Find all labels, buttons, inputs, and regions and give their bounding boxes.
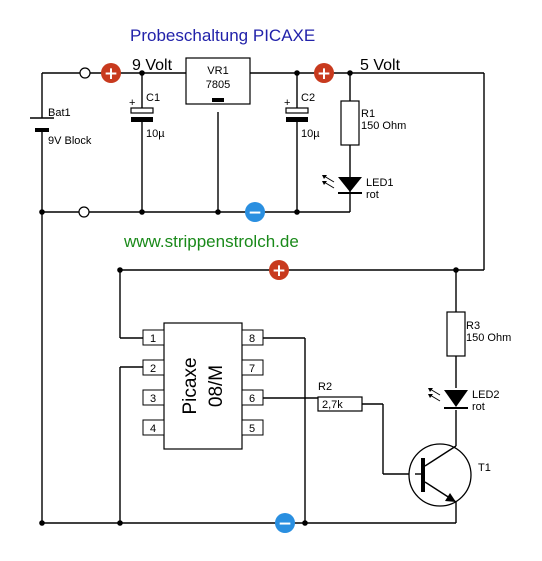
picaxe-chip: 1 2 3 4 5 6 7 8 Picaxe 08/M [142,322,264,450]
svg-text:−: − [248,203,262,223]
vr1-name: VR1 [207,65,228,77]
battery-type: 9V Block [48,135,92,147]
c2-name: C2 [301,92,315,104]
led-led1: LED1 rot [322,175,394,201]
diagram-title: Probeschaltung PICAXE [130,26,315,45]
pin-8: 8 [249,333,255,345]
r3-value: 150 Ohm [466,332,511,344]
pin-5: 5 [249,423,255,435]
c1-value: 10µ [146,128,165,140]
r1-value: 150 Ohm [361,120,406,132]
c1-polarity: + [129,97,135,109]
terminal-ground [78,206,90,218]
website-url: www.strippenstrolch.de [123,232,299,251]
pin-1: 1 [150,333,156,345]
rail-label-9v: 9 Volt [132,57,173,74]
marker-plus-9v: + [101,63,121,84]
led-led2: LED2 rot [428,388,500,413]
r3-name: R3 [466,320,480,332]
chip-name: Picaxe [180,357,201,414]
pin-4: 4 [150,423,156,435]
rail-label-5v: 5 Volt [360,57,401,74]
transistor-t1: T1 [408,443,491,507]
terminal-9v [79,67,91,79]
marker-minus-supply: − [245,202,265,223]
led1-name: LED1 [366,177,394,189]
resistor-r3: R3 150 Ohm [446,311,511,357]
supply-wires [41,72,485,524]
led1-color: rot [366,189,379,201]
r1-name: R1 [361,108,375,120]
pin-6: 6 [249,393,255,405]
r2-value: 2,7k [322,399,343,411]
battery-bat1: Bat1 9V Block [30,107,92,147]
chip-model: 08/M [206,365,227,407]
resistor-r1: R1 150 Ohm [340,100,406,146]
svg-text:−: − [278,514,292,534]
c2-polarity: + [284,97,290,109]
marker-plus-5v: + [314,63,334,84]
t1-name: T1 [478,462,491,474]
svg-text:+: + [317,64,331,84]
marker-plus-picaxe: + [269,260,289,281]
battery-name: Bat1 [48,107,71,119]
marker-minus-picaxe: − [275,513,295,534]
c1-name: C1 [146,92,160,104]
pin-2: 2 [150,363,156,375]
vr1-part: 7805 [206,79,230,91]
capacitor-c2: + C2 10µ [284,92,320,140]
picaxe-wires [119,270,457,523]
led2-name: LED2 [472,389,500,401]
regulator-vr1: VR1 7805 [185,57,251,105]
c2-value: 10µ [301,128,320,140]
svg-text:+: + [272,261,286,281]
r2-name: R2 [318,381,332,393]
resistor-r2: R2 2,7k [317,381,363,412]
capacitor-c1: + C1 10µ [129,92,165,140]
pin-3: 3 [150,393,156,405]
junction-dots [39,70,459,526]
svg-text:+: + [104,64,118,84]
led2-color: rot [472,401,485,413]
pin-7: 7 [249,363,255,375]
